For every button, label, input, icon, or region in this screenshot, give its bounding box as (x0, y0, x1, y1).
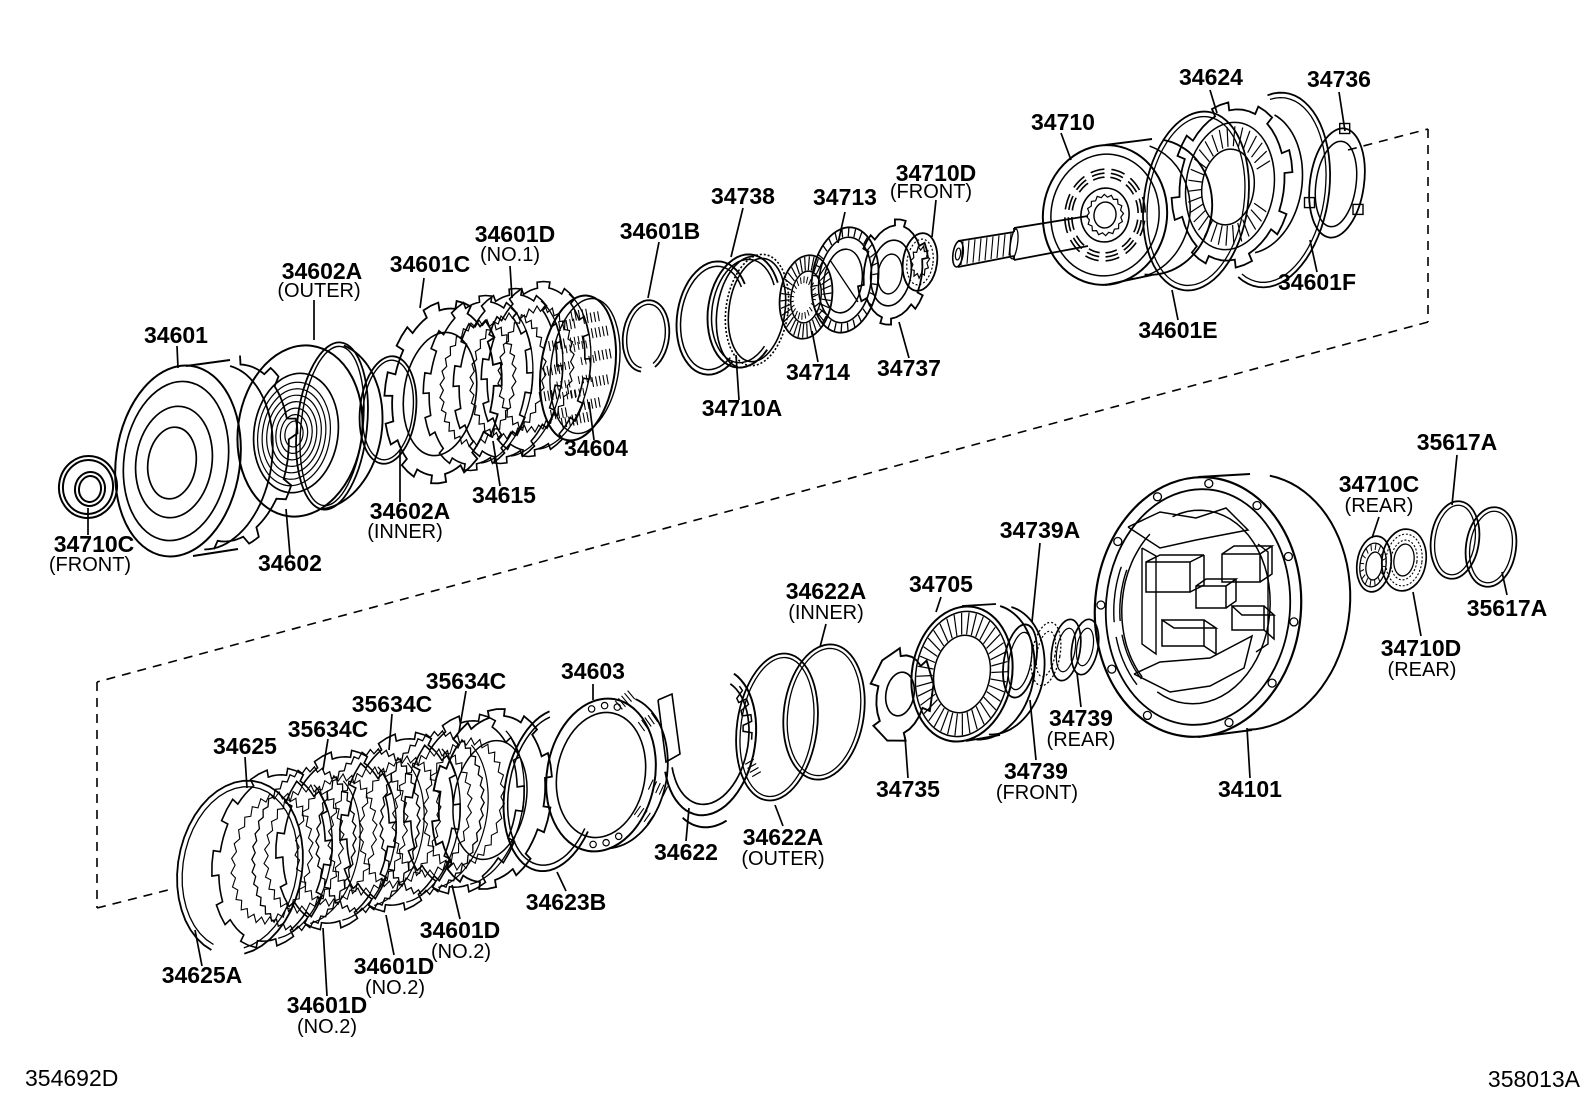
svg-text:(NO.2): (NO.2) (297, 1016, 357, 1038)
svg-text:34622: 34622 (654, 839, 718, 865)
svg-text:34737: 34737 (877, 355, 941, 381)
svg-text:34739: 34739 (1049, 705, 1113, 731)
svg-text:34623B: 34623B (526, 889, 607, 915)
svg-text:34601E: 34601E (1138, 317, 1217, 343)
svg-text:34601: 34601 (144, 322, 208, 348)
svg-text:(FRONT): (FRONT) (49, 554, 131, 576)
svg-text:34738: 34738 (711, 183, 775, 209)
svg-text:354692D: 354692D (25, 1065, 118, 1091)
svg-text:34735: 34735 (876, 776, 940, 802)
svg-text:34625: 34625 (213, 733, 277, 759)
svg-text:34604: 34604 (564, 435, 628, 461)
svg-text:(NO.2): (NO.2) (365, 977, 425, 999)
svg-text:(FRONT): (FRONT) (996, 782, 1078, 804)
svg-text:34739: 34739 (1004, 758, 1068, 784)
svg-text:35634C: 35634C (352, 691, 433, 717)
svg-text:(REAR): (REAR) (1345, 495, 1414, 517)
svg-text:34622A: 34622A (743, 824, 824, 850)
svg-text:34705: 34705 (909, 571, 973, 597)
svg-text:34601D: 34601D (354, 953, 435, 979)
svg-text:358013A: 358013A (1488, 1066, 1581, 1092)
svg-text:34601C: 34601C (390, 251, 471, 277)
svg-text:34713: 34713 (813, 184, 877, 210)
svg-text:34736: 34736 (1307, 66, 1371, 92)
svg-text:34602: 34602 (258, 550, 322, 576)
svg-text:35634C: 35634C (426, 668, 507, 694)
svg-text:34601F: 34601F (1278, 269, 1356, 295)
svg-text:35617A: 35617A (1467, 595, 1548, 621)
svg-text:34615: 34615 (472, 482, 536, 508)
svg-text:34710D: 34710D (1381, 635, 1462, 661)
svg-text:34624: 34624 (1179, 64, 1243, 90)
svg-text:(INNER): (INNER) (367, 521, 443, 543)
svg-text:35634C: 35634C (288, 716, 369, 742)
svg-text:(INNER): (INNER) (788, 602, 864, 624)
svg-text:34714: 34714 (786, 359, 850, 385)
svg-text:(FRONT): (FRONT) (890, 181, 972, 203)
svg-text:34622A: 34622A (786, 578, 867, 604)
svg-text:(OUTER): (OUTER) (741, 848, 824, 870)
svg-text:35617A: 35617A (1417, 429, 1498, 455)
svg-text:34101: 34101 (1218, 776, 1282, 802)
svg-text:(NO.1): (NO.1) (480, 244, 540, 266)
svg-text:34739A: 34739A (1000, 517, 1081, 543)
svg-text:34710: 34710 (1031, 109, 1095, 135)
svg-text:(REAR): (REAR) (1047, 729, 1116, 751)
svg-text:(NO.2): (NO.2) (431, 941, 491, 963)
svg-text:34625A: 34625A (162, 962, 243, 988)
svg-text:34710A: 34710A (702, 395, 783, 421)
svg-text:(OUTER): (OUTER) (277, 280, 360, 302)
svg-text:34710C: 34710C (1339, 471, 1420, 497)
svg-text:34601B: 34601B (620, 218, 701, 244)
svg-text:(REAR): (REAR) (1388, 659, 1457, 681)
svg-text:34601D: 34601D (287, 992, 368, 1018)
svg-text:34601D: 34601D (420, 917, 501, 943)
svg-text:34603: 34603 (561, 658, 625, 684)
